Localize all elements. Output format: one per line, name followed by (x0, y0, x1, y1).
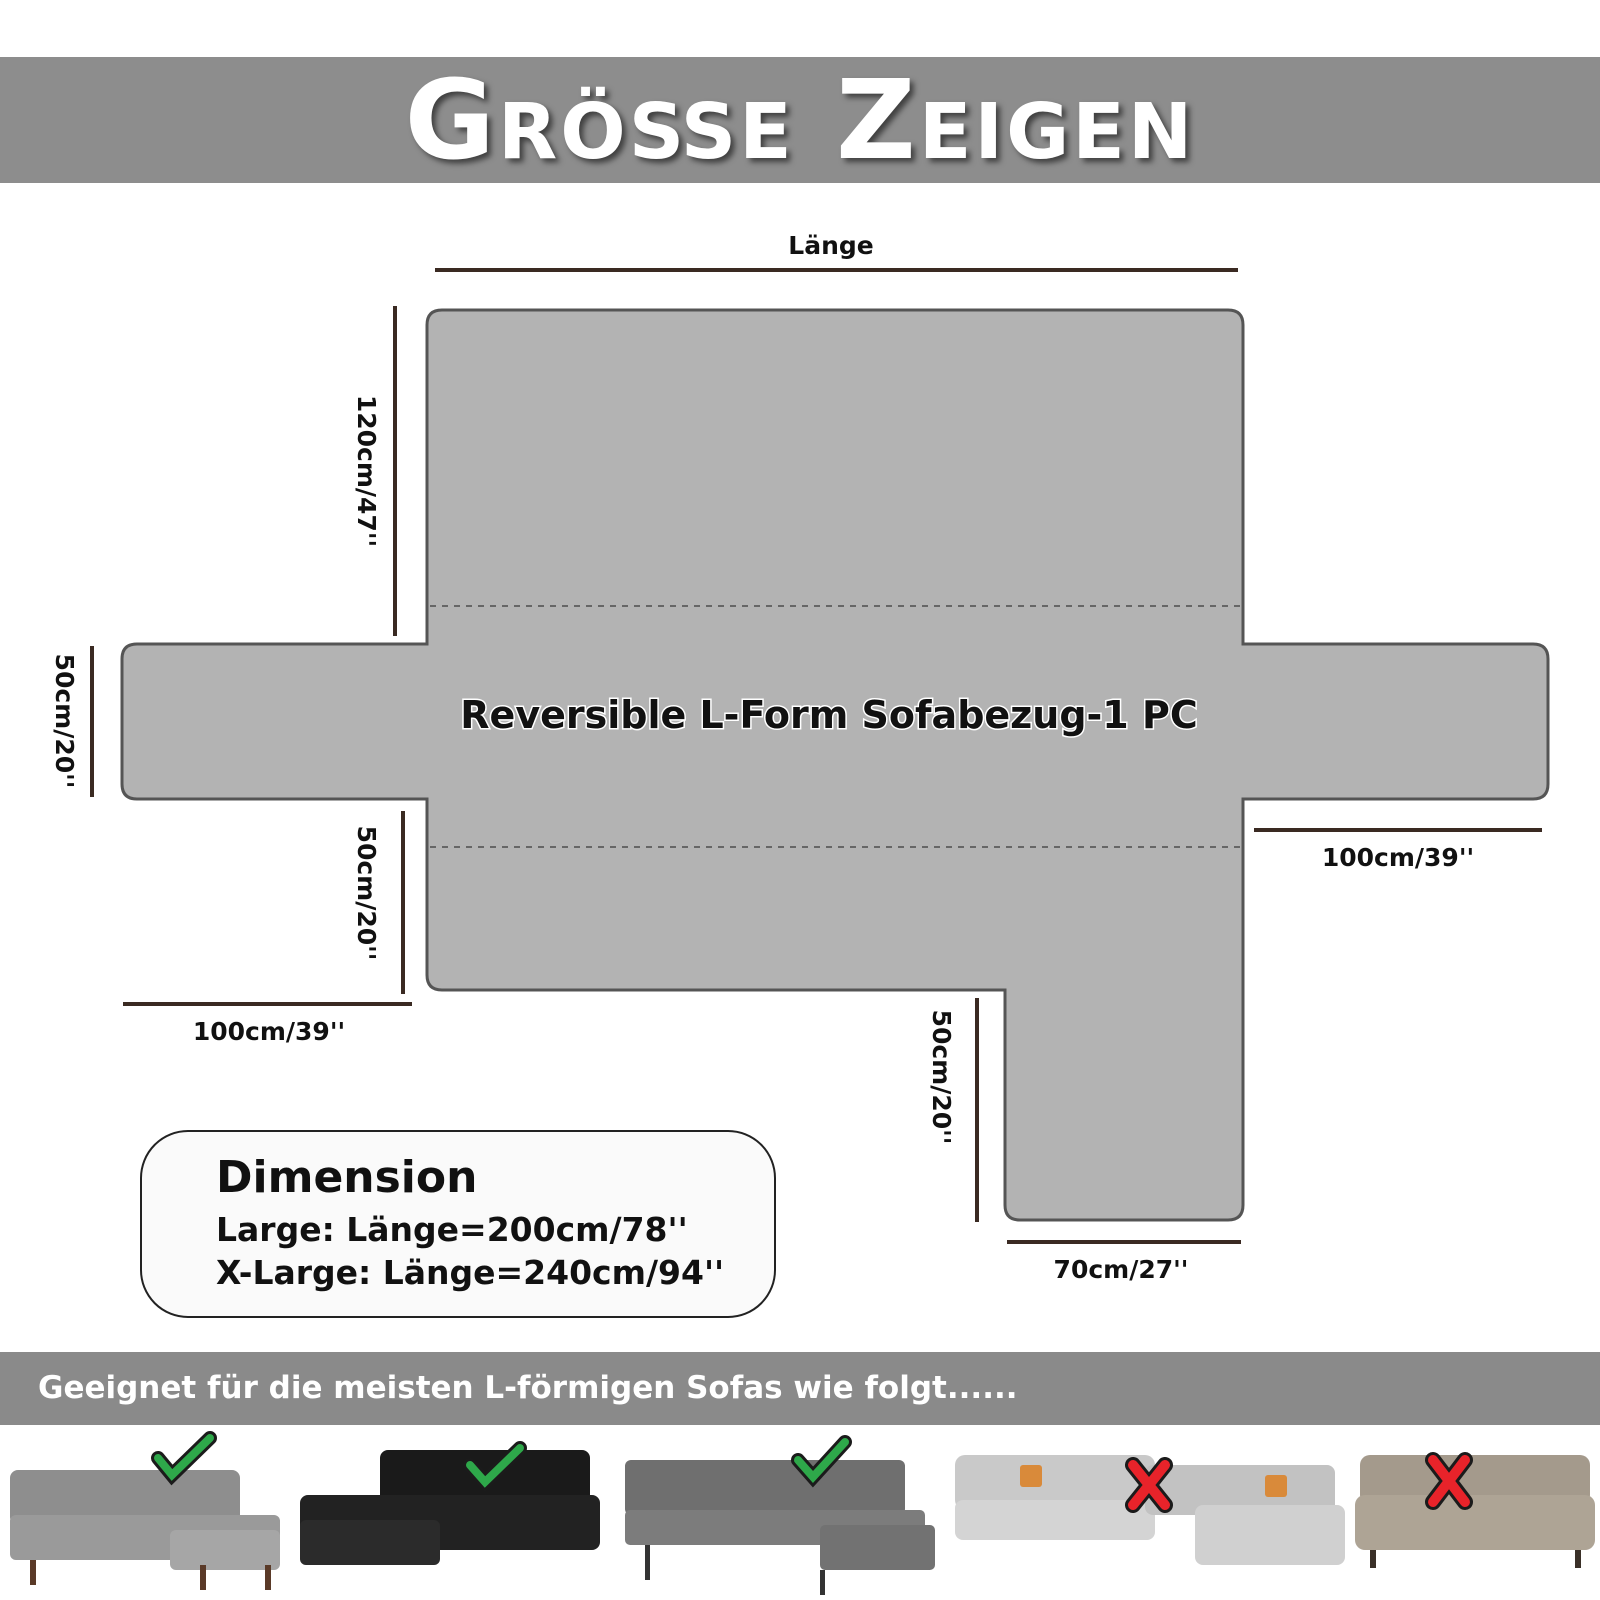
dimension-heading: Dimension (216, 1152, 478, 1203)
sofa-thumb-5 (1355, 1430, 1600, 1600)
center-product-label: Reversible L-Form Sofabezug-1 PC (460, 693, 1197, 737)
length-label: Länge (788, 231, 873, 260)
sofa-thumb-3 (620, 1430, 940, 1600)
compat-band (0, 1352, 1600, 1425)
page-title: Größe Zeigen (404, 56, 1196, 184)
arm-height-label: 50cm/20'' (50, 654, 79, 789)
dimension-xlarge: X-Large: Länge=240cm/94'' (216, 1253, 725, 1292)
sofa-thumb-1 (0, 1430, 285, 1600)
upper-height-label: 120cm/47'' (352, 395, 381, 547)
sofa-thumb-4 (945, 1430, 1350, 1600)
compat-text: Geeignet für die meisten L-förmigen Sofa… (38, 1370, 1018, 1406)
title-band (0, 57, 1600, 183)
x-icon (1125, 1457, 1173, 1513)
cover-shape (120, 308, 1550, 1222)
chaise-height-label: 50cm/20'' (927, 1010, 956, 1145)
left-arm-width-label: 100cm/39'' (193, 1017, 345, 1046)
right-arm-width-label: 100cm/39'' (1322, 843, 1474, 872)
sofa-cover-diagram: Länge 120cm/47'' 50cm/20'' 50cm/20'' 100… (50, 231, 1550, 1284)
x-icon (1425, 1452, 1473, 1510)
dimension-box (140, 1130, 776, 1318)
sofa-thumb-2 (290, 1430, 615, 1600)
chaise-width-label: 70cm/27'' (1054, 1255, 1189, 1284)
lower-height-label: 50cm/20'' (352, 826, 381, 961)
dimension-large: Large: Länge=200cm/78'' (216, 1210, 688, 1249)
